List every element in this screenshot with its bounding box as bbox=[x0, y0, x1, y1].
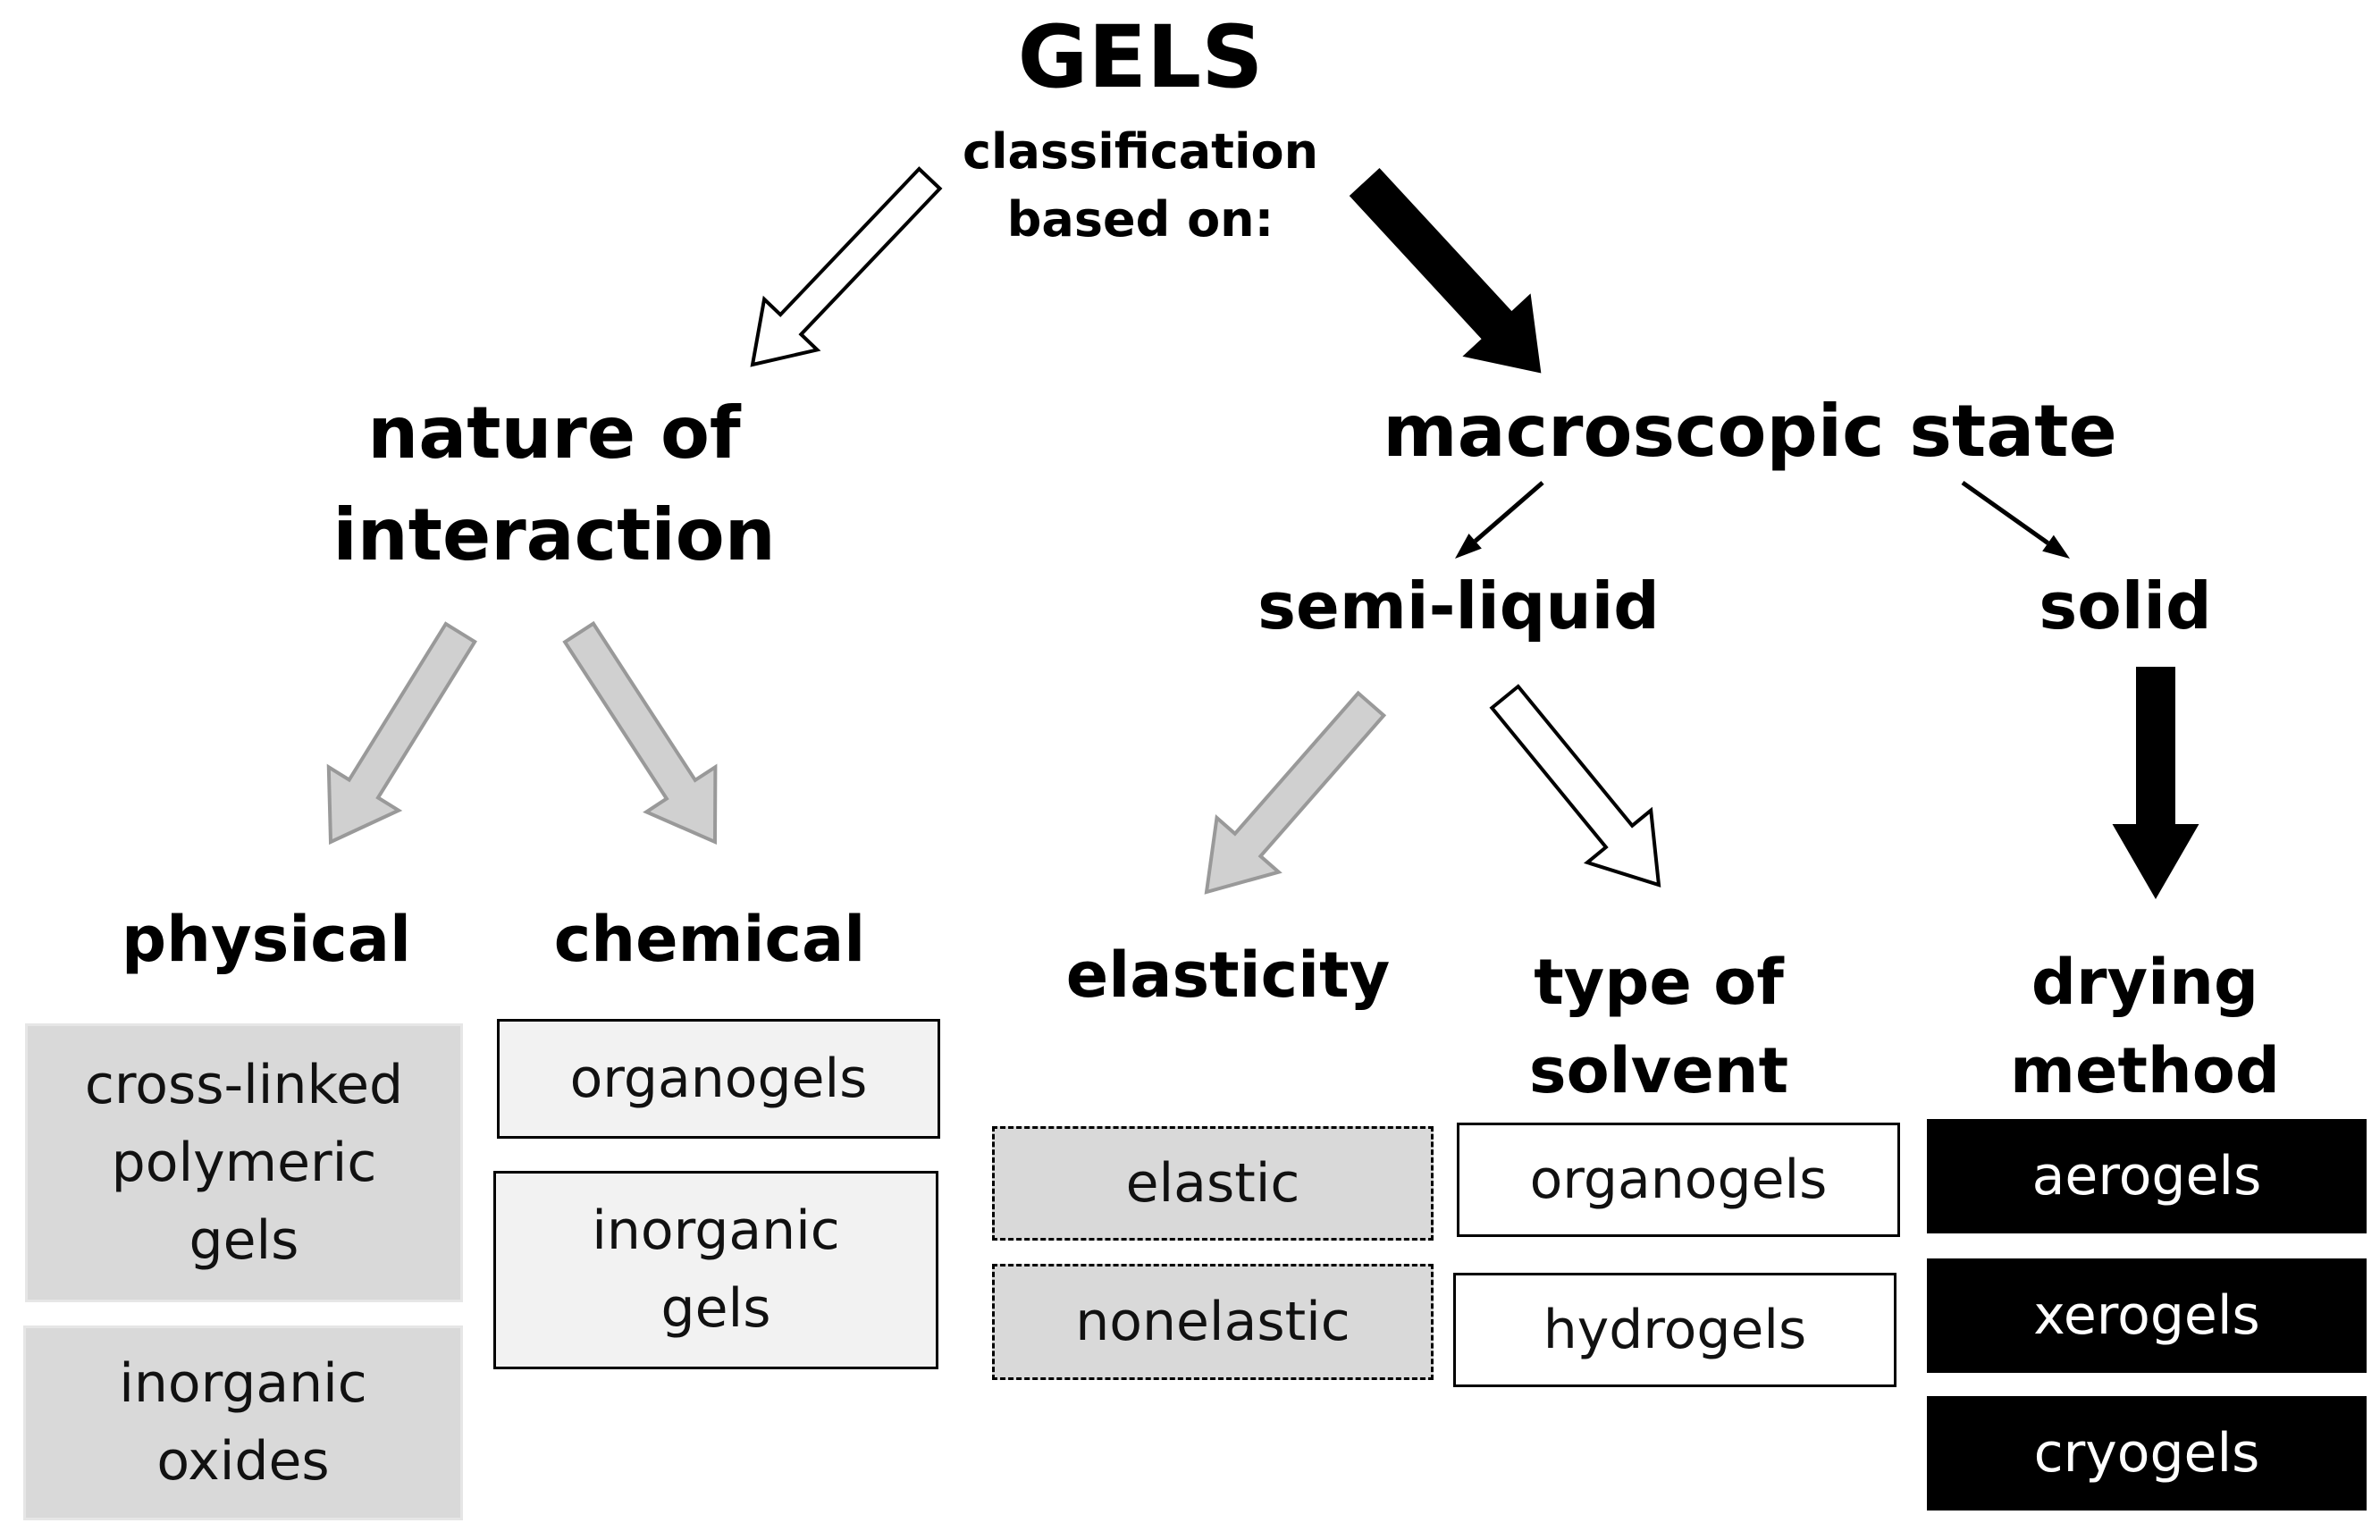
solid-label: solid bbox=[2039, 568, 2212, 644]
chemical-label: chemical bbox=[553, 903, 866, 976]
physical-label: physical bbox=[122, 903, 411, 976]
arrow-to-chemical bbox=[562, 620, 718, 846]
arrow-to-elasticity bbox=[1204, 690, 1387, 895]
drying-item-cryogels: cryogels bbox=[1927, 1396, 2367, 1511]
solvent-item-organogels: organogels bbox=[1457, 1123, 1900, 1237]
physical-item-inorganic-oxides: inorganic oxides bbox=[23, 1325, 463, 1520]
drying-label: drying method bbox=[2010, 946, 2280, 1108]
arrow-to-physical bbox=[326, 621, 477, 846]
drying-item-aerogels: aerogels bbox=[1927, 1119, 2367, 1233]
physical-item-crosslinked: cross-linked polymeric gels bbox=[25, 1023, 463, 1302]
arrow-to-semi-liquid-shaft bbox=[1474, 481, 1544, 543]
macro-heading: macroscopic state bbox=[1383, 390, 2117, 473]
arrow-to-solid-head bbox=[2042, 534, 2070, 559]
arrow-to-nature bbox=[750, 166, 943, 367]
elasticity-item-nonelastic: nonelastic bbox=[992, 1264, 1434, 1380]
solvent-label: type of solvent bbox=[1528, 946, 1789, 1108]
chemical-item-organogels: organogels bbox=[497, 1019, 940, 1139]
arrow-to-solid-shaft bbox=[1961, 480, 2049, 545]
arrow-to-semi-liquid-head bbox=[1455, 534, 1482, 559]
elasticity-label: elasticity bbox=[1065, 938, 1391, 1012]
root-subtitle: classification based on: bbox=[962, 123, 1319, 248]
root-title: GELS bbox=[1017, 7, 1264, 107]
solvent-item-hydrogels: hydrogels bbox=[1453, 1273, 1896, 1387]
chemical-item-inorganic-gels: inorganic gels bbox=[493, 1171, 938, 1369]
nature-heading: nature of interaction bbox=[332, 391, 776, 576]
arrow-to-solvent bbox=[1489, 684, 1661, 888]
semi-liquid-label: semi-liquid bbox=[1257, 568, 1660, 644]
arrow-to-macro bbox=[1349, 167, 1542, 374]
arrow-to-drying bbox=[2112, 667, 2199, 900]
drying-item-xerogels: xerogels bbox=[1927, 1258, 2367, 1373]
elasticity-item-elastic: elastic bbox=[992, 1126, 1434, 1241]
